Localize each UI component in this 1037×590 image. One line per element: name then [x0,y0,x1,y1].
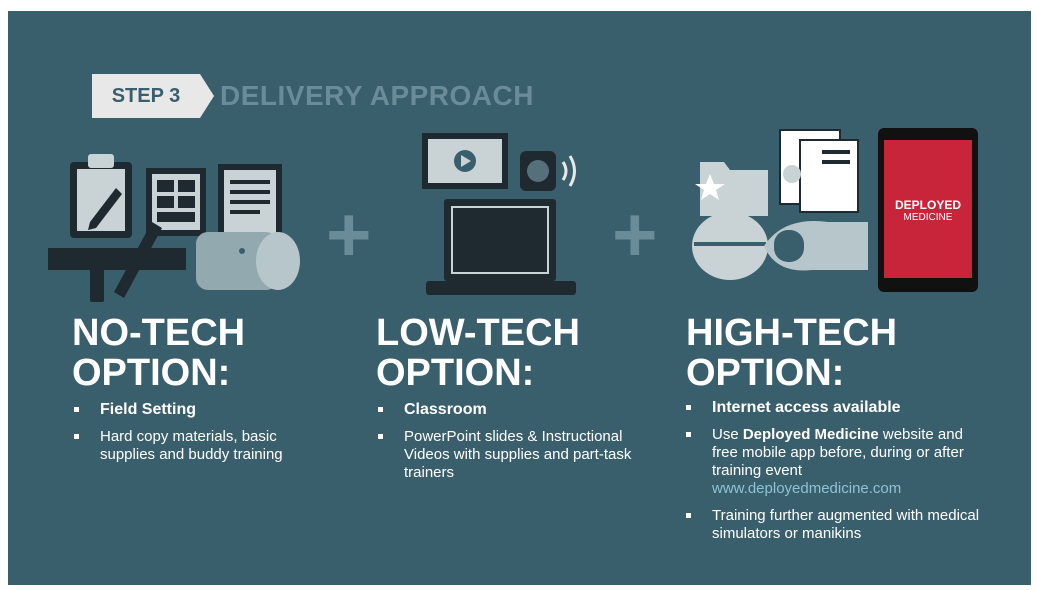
document-icon [218,164,282,244]
laptop-icon [426,199,576,295]
high-tech-illustration [692,129,868,280]
clipboard-icon [70,154,132,238]
splint-roll-icon [196,232,300,290]
phone-brand-line1: DEPLOYED [894,198,961,212]
no-tech-illustration [48,154,300,302]
list-item: Classroom [376,401,656,419]
list-item: Use Deployed Medicine website and free m… [684,426,984,498]
plus-sign: + [326,190,372,278]
low-tech-title: LOW-TECH OPTION: [376,312,580,394]
folder-star-icon [695,162,768,216]
video-screen-icon [422,133,508,189]
low-tech-illustration [422,133,576,295]
high-tech-title: HIGH-TECH OPTION: [686,312,898,394]
tourniquet-icon [48,222,186,302]
high-tech-bullets: Internet access available Use Deployed M… [684,399,984,552]
list-item: PowerPoint slides & Instructional Videos… [376,428,656,482]
list-item: Internet access available [684,399,984,417]
website-link[interactable]: www.deployedmedicine.com [712,480,902,497]
list-item: Field Setting [72,401,332,419]
speaker-icon [520,151,576,191]
no-tech-title: NO-TECH OPTION: [72,312,246,394]
smartphone-icon [878,128,978,292]
no-tech-bullets: Field Setting Hard copy materials, basic… [72,401,332,473]
step-label: STEP 3 [111,85,181,107]
plus-sign: + [612,190,658,278]
low-tech-bullets: Classroom PowerPoint slides & Instructio… [376,401,656,491]
phone-brand-line2: MEDICINE [903,212,953,223]
list-item: Hard copy materials, basic supplies and … [72,428,332,464]
slide-title: DELIVERY APPROACH [220,80,534,111]
list-item: Training further augmented with medical … [684,507,984,543]
manikin-icon [692,212,868,280]
slide: STEP 3 DELIVERY APPROACH [8,11,1031,585]
certificate-icon [779,129,859,213]
